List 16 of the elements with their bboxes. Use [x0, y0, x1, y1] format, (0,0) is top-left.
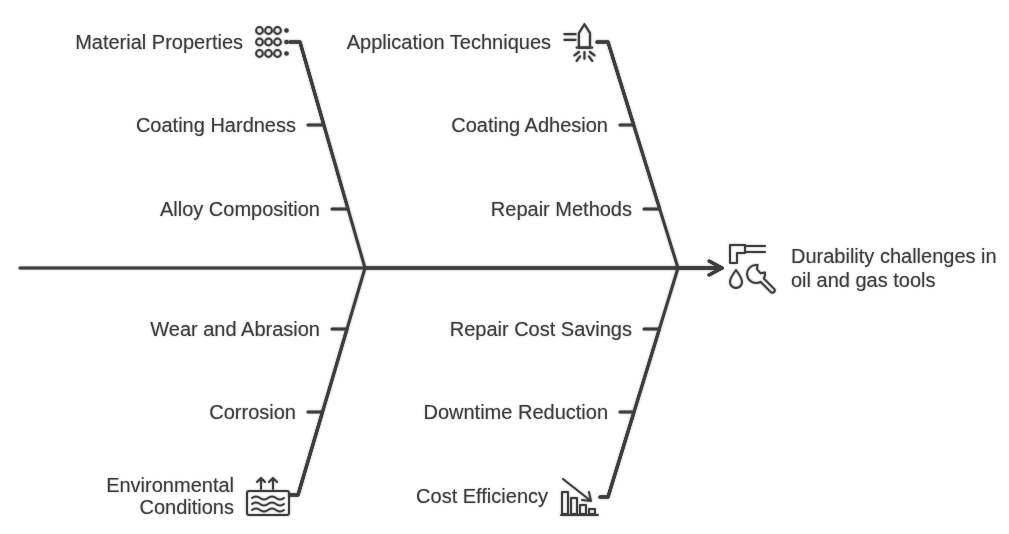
cause-label: Repair Cost Savings — [449, 317, 632, 341]
effect-label: Durability challenges in oil and gas tools — [791, 244, 998, 292]
category-label: Application Techniques — [346, 30, 551, 54]
cause-label: Corrosion — [209, 400, 296, 424]
cause-label: Wear and Abrasion — [150, 317, 320, 341]
branch-line — [288, 40, 350, 211]
cause-label: Coating Adhesion — [451, 113, 608, 137]
category-label: Cost Efficiency — [416, 484, 548, 508]
cause-label: Alloy Composition — [159, 197, 320, 221]
branch-line — [595, 40, 662, 211]
cause-label: Downtime Reduction — [423, 400, 608, 424]
cause-label: Coating Hardness — [135, 113, 296, 137]
category-label: Environmental Conditions — [105, 474, 234, 518]
cause-label: Repair Methods — [490, 197, 632, 221]
category-label: Material Properties — [75, 30, 243, 54]
bone-arrow — [598, 259, 724, 499]
